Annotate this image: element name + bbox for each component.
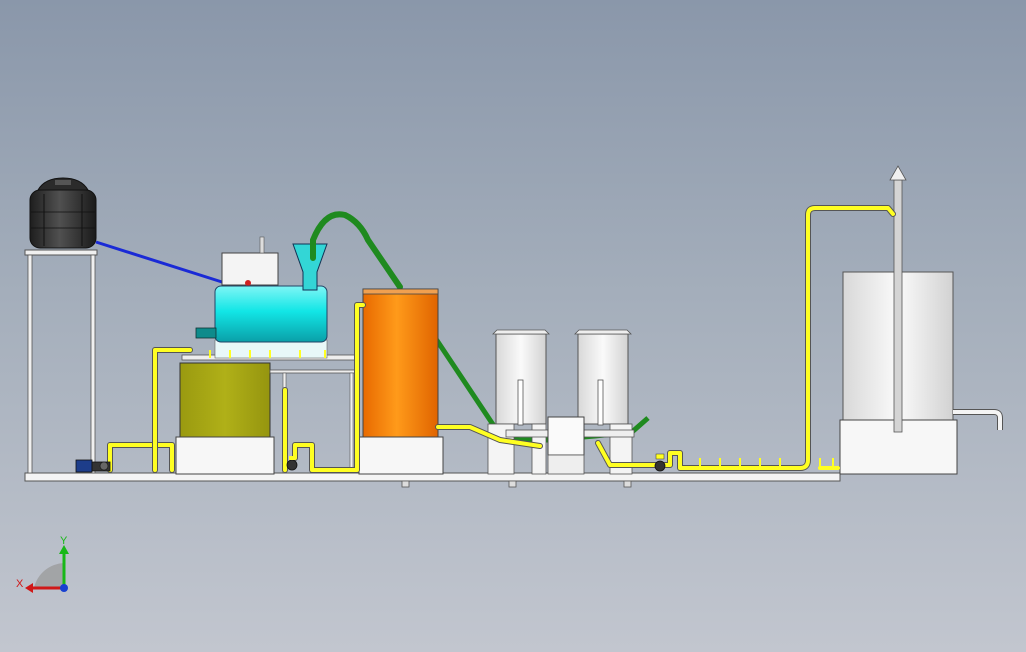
storage-tank-right: [839, 271, 1003, 475]
blue-feed-hose: [95, 240, 223, 284]
pump-left: [75, 459, 111, 473]
olive-storage-tank: [175, 362, 275, 475]
z-axis-dot: [60, 584, 68, 592]
base-skid: [24, 472, 841, 488]
filter-tank-right: [574, 329, 633, 475]
filter-tank-left: [487, 329, 550, 475]
cyan-mixing-tank: [195, 236, 328, 343]
exhaust-chimney: [889, 165, 907, 433]
valve-mid: [286, 456, 298, 471]
elevated-water-tank: [24, 177, 98, 474]
axis-triad: Y X: [16, 535, 69, 593]
x-axis-label: X: [16, 578, 24, 590]
pump-right: [654, 453, 666, 472]
y-axis-label: Y: [60, 535, 68, 547]
yellow-piping: [107, 205, 896, 473]
orange-reactor: [358, 288, 444, 475]
filter-manifold: [505, 416, 635, 475]
pipe-support-clamps: [209, 350, 834, 466]
